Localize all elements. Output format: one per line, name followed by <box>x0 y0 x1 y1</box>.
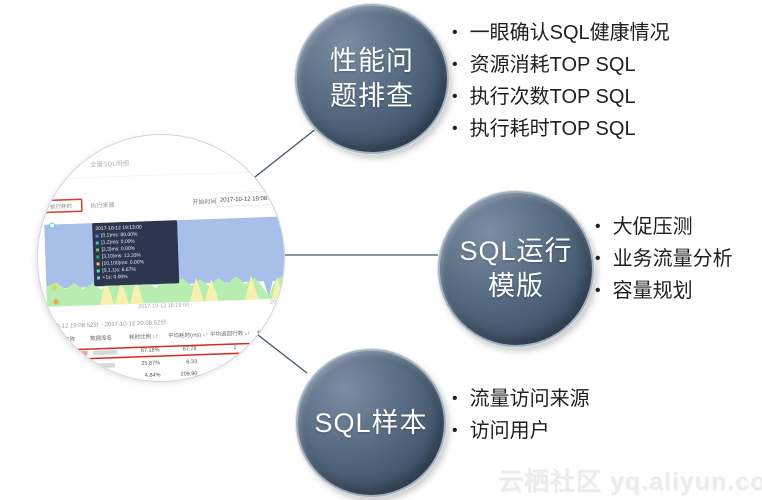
bullet-item: 资源消耗TOP SQL <box>452 50 670 82</box>
blue-notch <box>263 280 273 298</box>
legend-swatch-icon <box>95 248 100 252</box>
node-label-line: SQL样本 <box>314 407 428 438</box>
bullets-template: 大促压测 业务流量分析 容量规划 <box>595 212 733 308</box>
legend-swatch-icon <box>96 276 101 280</box>
cell-avg-ms: 67.78 <box>182 345 197 353</box>
legend-swatch-icon <box>96 269 100 273</box>
bullet-item: 一眼确认SQL健康情况 <box>452 18 670 50</box>
col-header-exec-count[interactable]: 执行次数 <box>256 329 280 336</box>
sql-link-bar[interactable] <box>57 364 85 370</box>
marker-diamond-icon <box>52 298 60 305</box>
sql-link-bar[interactable] <box>56 350 88 357</box>
sql-dashboard-preview: 全量SQL明细 执行耗时 执行来源 开始时间 2017-10-12 19:08:… <box>37 135 285 381</box>
node-performance-troubleshooting: 性能问 题排查 <box>295 4 449 154</box>
time-range-text: 2017-10-12 19:08:52分 - 2017-10-12 20:08:… <box>37 318 169 331</box>
marker-diamond-icon <box>51 284 58 291</box>
col-header-template-name[interactable]: 模板名称 <box>53 336 76 344</box>
sql-results-table: 模板名称 数据库名 耗时比例 ↓↑ 平均耗时(ms) ↓↑ 平均返回行数 ↓↑ … <box>41 327 284 381</box>
bullet-item: 业务流量分析 <box>595 244 733 276</box>
bullets-sample: 流量访问来源 访问用户 <box>452 384 590 448</box>
cell-ratio: 4.84% <box>144 371 161 379</box>
cell-avg-ms: 209.90 <box>180 370 198 378</box>
start-time-label: 开始时间 <box>192 197 217 206</box>
bullet-item: 执行耗时TOP SQL <box>452 114 670 146</box>
bullet-item: 访问用户 <box>452 416 590 448</box>
node-label-line: 题排查 <box>330 81 414 111</box>
bullet-item: 容量规划 <box>595 276 733 308</box>
bullets-performance: 一眼确认SQL健康情况 资源消耗TOP SQL 执行次数TOP SQL 执行耗时… <box>452 18 670 146</box>
cell-avg-rows: 9 <box>233 357 238 364</box>
dashboard-screenshot-circle: 全量SQL明细 执行耗时 执行来源 开始时间 2017-10-12 19:08:… <box>37 134 285 382</box>
chart-tooltip: 2017-10-12 19:13:00 [0,1)ms: 80.00% [1,2… <box>92 220 180 287</box>
tab-full-sql-detail[interactable]: 全量SQL明细 <box>89 159 130 169</box>
cell-avg-rows: 1 <box>233 344 237 351</box>
yunqi-community-watermark: 云栖社区 yq.aliyun.com <box>498 468 762 496</box>
marker-dot-icon <box>49 222 56 229</box>
db-name-bar <box>93 362 116 369</box>
tab-exec-time-highlighted[interactable]: 执行耗时 <box>39 198 83 214</box>
legend-swatch-icon <box>95 234 99 238</box>
node-sql-running-template: SQL运行 模版 <box>438 191 594 347</box>
divider <box>39 170 284 180</box>
node-label: 性能问 题排查 <box>330 44 414 113</box>
cell-avg-rows <box>207 369 237 370</box>
col-header-time-ratio[interactable]: 耗时比例 ↓↑ <box>129 333 159 341</box>
legend-swatch-icon <box>96 255 100 259</box>
cell-ratio: 67.18% <box>140 346 160 354</box>
bullet-item: 流量访问来源 <box>452 384 590 416</box>
cell-ratio: 25.87% <box>141 359 161 367</box>
col-header-database[interactable]: 数据库名 <box>90 335 113 342</box>
node-label: SQL运行 模版 <box>459 234 572 303</box>
tooltip-row: +1s: 0.00% <box>102 273 128 281</box>
legend-swatch-icon <box>95 241 99 245</box>
cell-avg-ms: 6.33 <box>186 358 198 365</box>
col-header-avg-ms[interactable]: 平均耗时(ms) ↓↑ <box>167 331 209 340</box>
node-sql-sample: SQL样本 <box>296 349 446 497</box>
bullet-item: 大促压测 <box>595 212 733 244</box>
bullet-item: 执行次数TOP SQL <box>452 82 670 114</box>
col-header-avg-rows[interactable]: 平均返回行数 ↓↑ <box>209 330 251 338</box>
legend-swatch-icon <box>96 262 100 266</box>
yellow-peaks <box>99 275 284 305</box>
node-label-line: SQL运行 <box>459 236 573 267</box>
node-label-line: 性能问 <box>330 46 414 77</box>
start-time-input[interactable]: 2017-10-12 19:08:52 <box>216 190 284 207</box>
tab-exec-source[interactable]: 执行来源 <box>90 201 115 210</box>
x-axis-label: 2017-10-12 19:44:00 <box>269 297 285 306</box>
db-name-bar <box>92 349 118 356</box>
node-label-line: 模版 <box>488 271 544 301</box>
node-label: SQL样本 <box>314 406 427 441</box>
